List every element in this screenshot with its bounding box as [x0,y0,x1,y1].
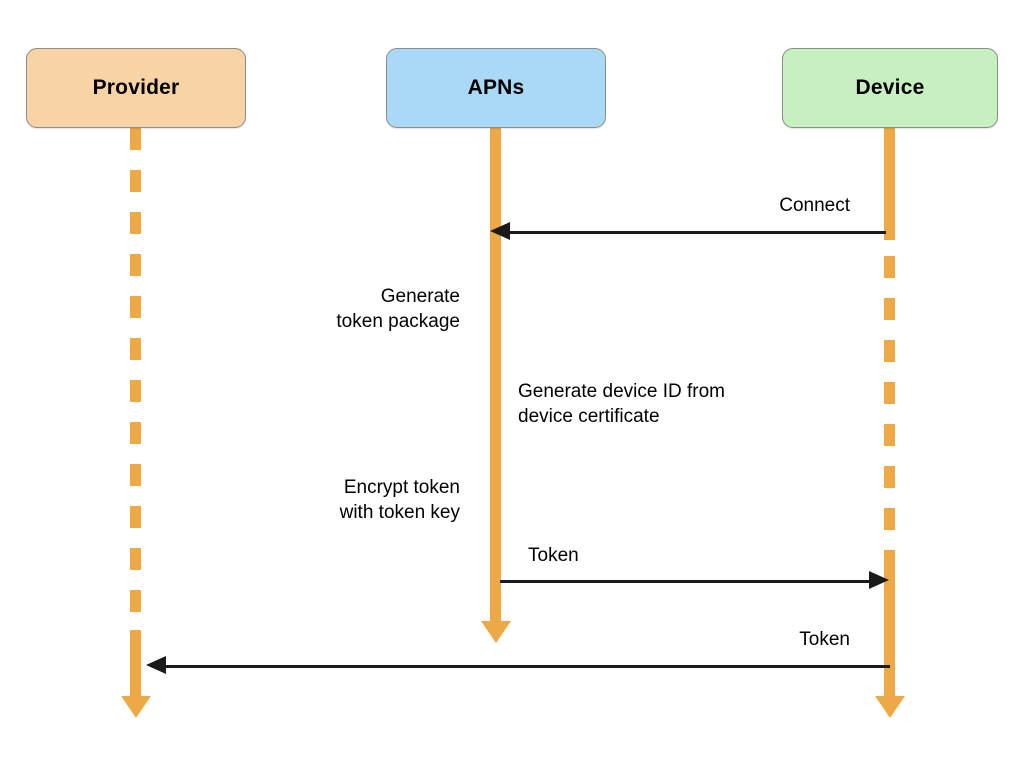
lifeline-device-solid-bottom [884,556,895,698]
message-line-token-to-device [500,580,870,583]
message-label-token-to-device: Token [528,545,579,566]
note-encrypt-token: Encrypt token with token key [339,477,460,524]
message-label-token-to-provider: Token [799,629,850,650]
message-arrowhead-connect [490,222,510,240]
lifeline-provider-solid [130,630,141,698]
note-generate-device-id: Generate device ID from device certifica… [518,381,725,428]
message-arrowhead-token-to-device [869,571,889,589]
message-arrowhead-token-to-provider [146,656,166,674]
message-line-token-to-provider [163,665,890,668]
lifeline-arrowhead-provider [121,696,151,718]
participant-box-device[interactable]: Device [782,48,998,128]
participant-label-apns: APNs [467,76,525,99]
lifeline-apns-solid [490,128,501,621]
lifeline-provider-dashed [130,128,141,630]
lifeline-device-dashed [884,256,895,556]
participant-label-provider: Provider [92,76,180,99]
participant-box-apns[interactable]: APNs [386,48,606,128]
message-line-connect [507,231,886,234]
message-label-connect: Connect [779,195,850,216]
lifeline-arrowhead-apns [481,621,511,643]
participant-label-device: Device [855,76,925,99]
note-generate-token-package: Generate token package [336,286,460,333]
participant-box-provider[interactable]: Provider [26,48,246,128]
lifeline-arrowhead-device [875,696,905,718]
lifeline-device-solid-top [884,128,895,240]
